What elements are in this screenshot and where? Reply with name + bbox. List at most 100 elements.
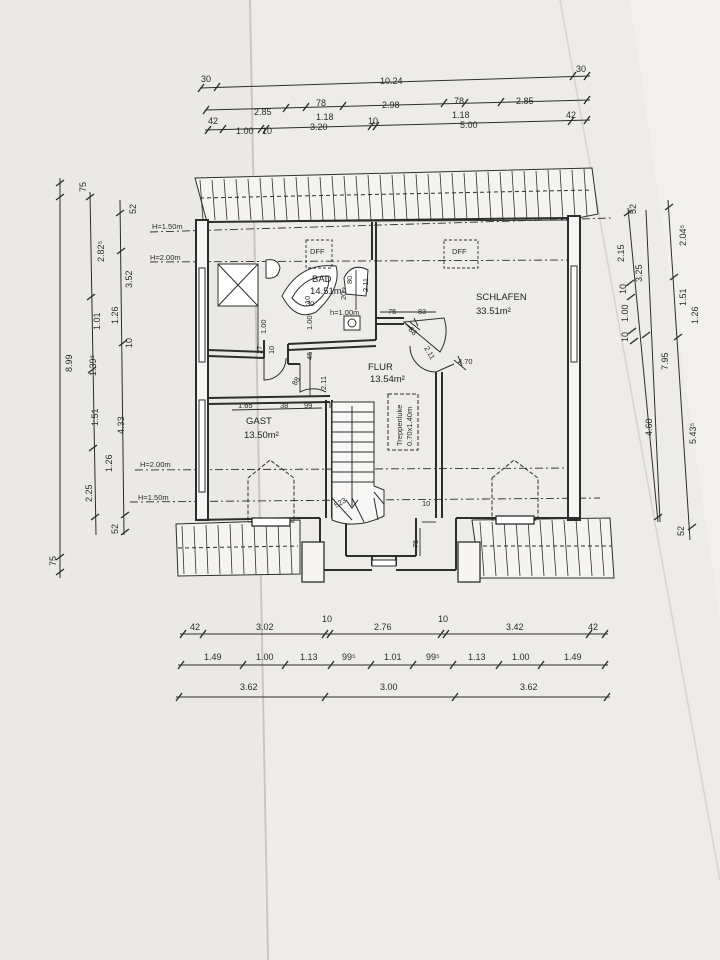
top-dimension-chains xyxy=(197,71,591,135)
dim-left-1-51: 1.51 xyxy=(90,408,100,426)
dim-bottom-42-left: 42 xyxy=(190,622,200,632)
dim-bottom-99-left: 99⁵ xyxy=(342,652,356,662)
dim-top-2-85-right: 2.85 xyxy=(516,96,534,106)
room-gast-area: 13.50m² xyxy=(244,430,279,441)
dim-left-4-33: 4.33 xyxy=(116,416,126,434)
room-gast-name: GAST xyxy=(246,416,272,427)
dim-inner-1-00-b: 1.00 xyxy=(305,315,314,330)
dim-bottom-3-00: 3.00 xyxy=(380,682,398,692)
dim-top-78-left: 78 xyxy=(316,98,326,108)
dim-bottom-10-b: 10 xyxy=(438,614,448,624)
dim-right-3-25: 3.25 xyxy=(634,264,644,282)
dim-top-2-85-left: 2.85 xyxy=(254,107,272,117)
right-dimension-chains xyxy=(623,199,697,541)
dim-left-1-01: 1.01 xyxy=(92,312,102,330)
roof-window-bedroom xyxy=(443,239,479,269)
top-dimension-labels: 30 10.24 30 2.85 78 1.18 2.98 78 1.18 2.… xyxy=(201,64,586,136)
room-flur-area: 13.54m² xyxy=(370,374,405,385)
dim-top-10-a: 10 xyxy=(262,126,272,136)
dim-bottom-1-00-left: 1.00 xyxy=(256,652,274,662)
dim-left-52-bottom: 52 xyxy=(110,524,120,534)
dim-inner-45: 45 xyxy=(305,352,314,360)
bathroom-fixtures xyxy=(217,259,369,331)
dim-inner-30: 30 xyxy=(306,299,314,308)
height-label-h150-top: H=1.50m xyxy=(152,222,183,231)
room-schlafen-name: SCHLAFEN xyxy=(476,292,527,303)
room-labels: BAD 14.51m² SCHLAFEN 33.51m² FLUR 13.54m… xyxy=(244,274,527,441)
paper-fold-line xyxy=(249,0,269,960)
dim-top-1-00: 1.00 xyxy=(236,126,254,136)
dim-left-52-top: 52 xyxy=(128,204,138,214)
dim-inner-10-c: 10 xyxy=(422,499,430,508)
dim-right-10-b: 10 xyxy=(620,332,630,342)
inner-dimension-lines xyxy=(231,270,436,556)
room-bad-name: BAD xyxy=(312,274,332,285)
doors xyxy=(263,317,455,393)
dim-inner-38: 38 xyxy=(280,401,288,410)
height-label-h100: h=1.00m xyxy=(330,308,359,317)
room-schlafen-area: 33.51m² xyxy=(476,306,511,317)
room-bad-area: 14.51m² xyxy=(310,286,345,297)
dim-bottom-10-a: 10 xyxy=(322,614,332,624)
dim-inner-27: 27 xyxy=(255,346,264,354)
dim-bottom-3-62-right: 3.62 xyxy=(520,682,538,692)
bottom-dimension-chains xyxy=(175,629,611,702)
dormer-frames xyxy=(251,515,535,583)
dim-top-78-right: 78 xyxy=(454,96,464,106)
dim-left-75-top: 75 xyxy=(78,182,88,192)
dim-inner-75-b: 75 xyxy=(411,540,420,548)
dim-bottom-3-02: 3.02 xyxy=(256,622,274,632)
dim-inner-1-65: 1.65 xyxy=(238,401,253,410)
roof-eave-top xyxy=(194,167,599,223)
dim-left-1-26-a: 1.26 xyxy=(110,306,120,324)
dim-inner-80: 80 xyxy=(345,276,354,284)
dim-bottom-1-00-right: 1.00 xyxy=(512,652,530,662)
door-marker-symbols xyxy=(409,317,467,371)
dim-inner-20: 20 xyxy=(339,292,348,300)
roof-window-bath xyxy=(305,239,333,269)
dim-top-30-right: 30 xyxy=(576,64,586,74)
dim-inner-99: 99 xyxy=(304,401,312,410)
dim-left-10: 10 xyxy=(124,338,134,348)
dim-right-2-04: 2.04⁵ xyxy=(678,224,688,246)
dim-top-30-left: 30 xyxy=(201,74,211,84)
dim-bottom-1-13-left: 1.13 xyxy=(300,652,318,662)
fixture-labels: DFF DFF Treppenluke 0.70x1.40m xyxy=(310,247,467,446)
dim-left-2-25: 2.25 xyxy=(84,484,94,502)
left-dimension-labels: 75 8.99 75 52 3.52 10 4.33 52 2.82⁵ 1.01… xyxy=(48,182,138,566)
label-treppenluke-size: 0.70x1.40m xyxy=(405,407,414,446)
dim-inner-10-b: 10 xyxy=(303,296,312,304)
dim-top-1-18-right: 1.18 xyxy=(452,110,470,120)
dim-inner-83: 83 xyxy=(418,307,426,316)
dim-bottom-1-01: 1.01 xyxy=(384,652,402,662)
dim-right-1-26: 1.26 xyxy=(690,306,700,324)
label-dff-bedroom: DFF xyxy=(452,247,467,256)
paper-fold-line-right xyxy=(559,0,720,881)
dim-right-10-a: 10 xyxy=(618,284,628,294)
dim-bottom-2-76: 2.76 xyxy=(374,622,392,632)
height-label-h150-bottom: H=1.50m xyxy=(138,493,169,502)
height-label-h200-top: H=2.00m xyxy=(150,253,181,262)
dim-bottom-3-42: 3.42 xyxy=(506,622,524,632)
dim-right-1-00: 1.00 xyxy=(620,304,630,322)
dim-top-1-18-left: 1.18 xyxy=(316,112,334,122)
stair-hatch-outline xyxy=(387,393,419,451)
dim-bottom-42-right: 42 xyxy=(588,622,598,632)
dim-bottom-1-13-right: 1.13 xyxy=(468,652,486,662)
dim-right-52-bottom: 52 xyxy=(676,526,686,536)
dim-right-7-95: 7.95 xyxy=(660,352,670,370)
dim-inner-4-70: 4.70 xyxy=(458,357,473,366)
dim-inner-1-00: 1.00 xyxy=(259,319,268,334)
dim-top-42-right: 42 xyxy=(566,110,576,120)
dormer-left xyxy=(247,459,295,523)
dim-top-10-24: 10.24 xyxy=(380,76,403,86)
height-labels: H=1.50m H=2.00m H=2.00m H=1.50m h=1.00m xyxy=(138,222,359,502)
dim-inner-2-11-a: 2.11 xyxy=(319,376,328,390)
dim-right-4-60: 4.60 xyxy=(644,418,654,436)
roof-eave-bottom xyxy=(175,517,615,579)
dim-top-42-left: 42 xyxy=(208,116,218,126)
inner-dimension-labels: 1.00 27 10 45 2.11 88 1.65 38 99 1.00 10… xyxy=(238,276,473,548)
label-treppenluke: Treppenluke xyxy=(395,405,404,446)
dim-bottom-1-49-right: 1.49 xyxy=(564,652,582,662)
dim-top-10-b: 10 xyxy=(368,116,378,126)
